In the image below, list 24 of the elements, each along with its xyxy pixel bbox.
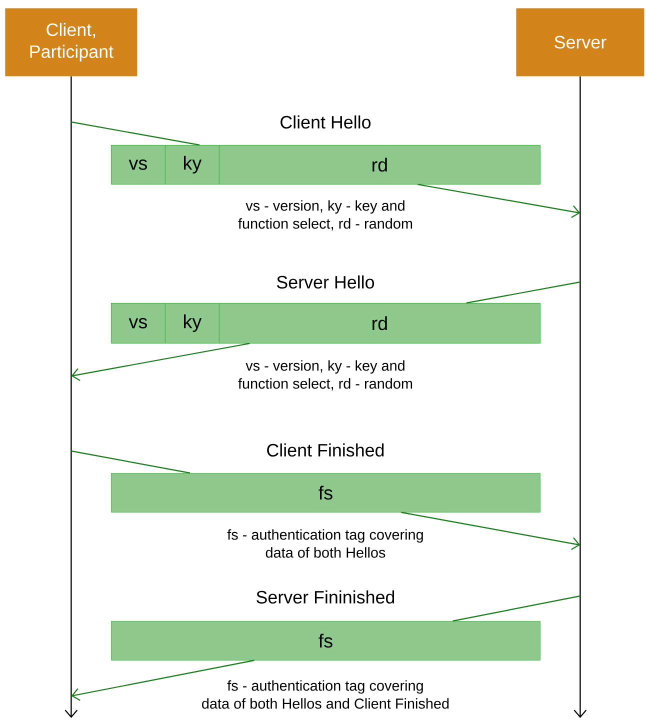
message-description: vs - version, ky - key and function select, rd - random — [238, 360, 412, 390]
participant-box: Server — [516, 8, 644, 76]
message-heading: Client Hello — [280, 115, 371, 129]
arrow — [401, 512, 580, 550]
line — [452, 595, 580, 622]
message-heading: Client Finished — [267, 443, 384, 457]
arrow — [71, 342, 250, 381]
line — [71, 450, 190, 474]
message-bar: fs — [111, 621, 540, 660]
message-heading: Server Hello — [276, 275, 374, 289]
message-description: vs - version, ky - key and function select, rd - random — [238, 200, 412, 230]
message-bar: fs — [111, 473, 540, 512]
field-cell: ky — [165, 145, 220, 184]
participant-box: Client, Participant — [5, 8, 138, 76]
message-heading: Server Fininished — [256, 590, 394, 604]
field-cell: vs — [111, 303, 166, 344]
field-cell: vs — [111, 145, 166, 184]
message-description: fs - authentication tag covering data of both Hellos — [227, 529, 423, 558]
arrow — [71, 660, 254, 701]
arrow — [418, 184, 580, 218]
field-cell: ky — [165, 303, 220, 344]
line — [71, 121, 200, 146]
line — [466, 281, 580, 304]
message-description: fs - authentication tag covering data of both Hellos and Client Finished — [202, 680, 449, 709]
